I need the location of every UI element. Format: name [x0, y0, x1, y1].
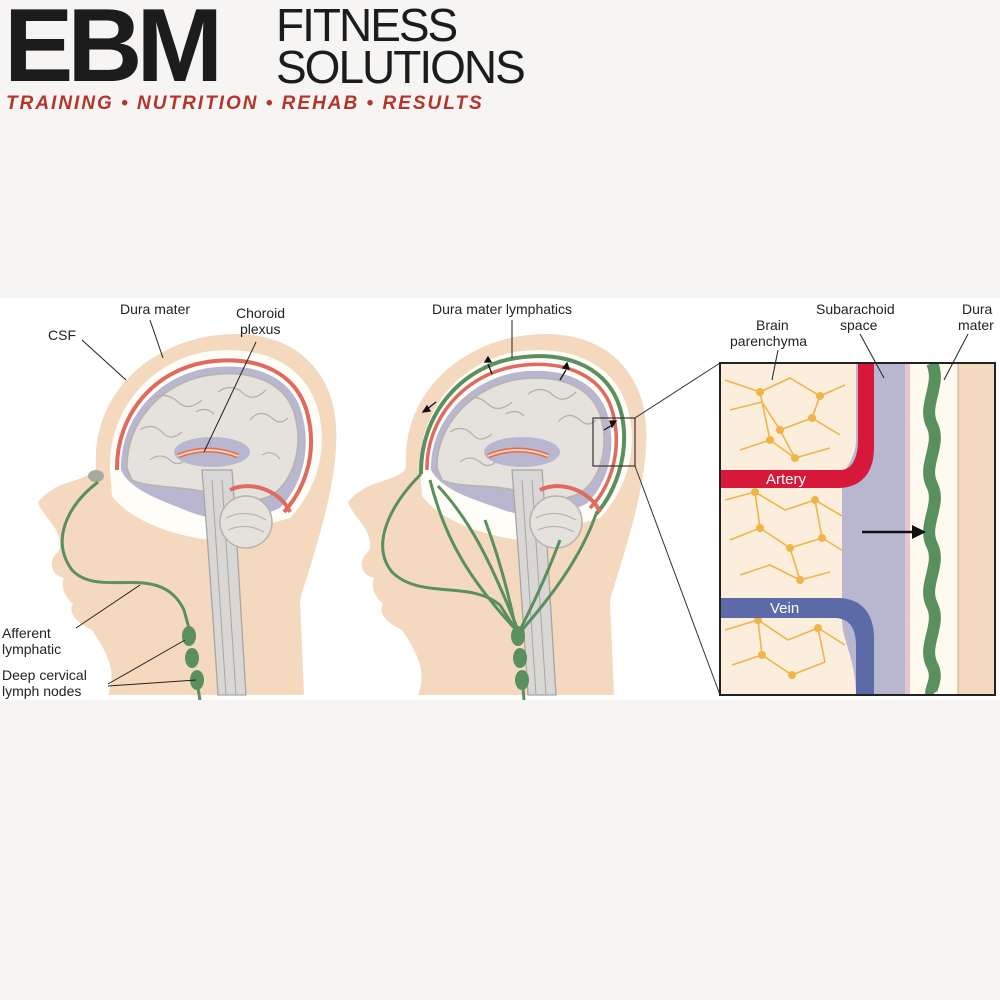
drainage-arrow — [862, 525, 926, 539]
logo-mark: EBM — [4, 0, 223, 104]
left-dura-red — [114, 358, 314, 514]
label-deep-cervical-line1: Deep cervical — [2, 667, 87, 683]
label-choroid-line2: plexus — [240, 321, 280, 337]
left-leader-lines — [75, 319, 257, 687]
left-cerebellum — [219, 495, 273, 549]
label-artery: Artery — [766, 471, 807, 488]
zoom-source-box — [592, 417, 636, 467]
label-subarach-line2: space — [840, 317, 878, 333]
middle-dura-lymphatic — [418, 354, 627, 516]
left-head — [38, 334, 337, 701]
left-lymph-node-3 — [190, 670, 204, 690]
label-subarach-line1: Subarachoid — [816, 301, 895, 317]
label-brain-line1: Brain — [756, 317, 789, 333]
label-afferent-line2: lymphatic — [2, 641, 61, 657]
middle-flow-arrows — [421, 355, 618, 431]
middle-head — [348, 320, 721, 701]
label-afferent-line1: Afferent — [2, 625, 51, 641]
label-brain-line2: parenchyma — [730, 333, 807, 349]
label-dura-inset-line1: Dura — [962, 301, 993, 317]
logo-tagline: TRAINING • NUTRITION • REHAB • RESULTS — [6, 93, 484, 114]
label-choroid-line1: Choroid — [236, 305, 285, 321]
left-brain-folds — [139, 386, 289, 465]
artery-vessel — [720, 363, 874, 488]
inset-lymphatic-vessel — [923, 363, 941, 695]
left-lymph-node-top — [88, 470, 104, 482]
left-lymph-node-2 — [185, 648, 199, 668]
left-afferent-lymphatic — [60, 480, 192, 633]
label-csf: CSF — [48, 327, 76, 343]
logo-line-fitness: FITNESS — [276, 0, 458, 51]
label-dura-inset-line2: mater — [958, 317, 994, 333]
label-dura-lymphatics: Dura mater lymphatics — [432, 301, 572, 317]
left-lymph-node-1 — [182, 626, 196, 646]
label-vein: Vein — [770, 600, 799, 617]
vein-vessel — [720, 598, 874, 695]
middle-lymphatic-vessels — [381, 472, 598, 632]
inset-frame — [719, 362, 996, 696]
label-dura-mater: Dura mater — [120, 301, 190, 317]
inset-detail — [719, 333, 996, 696]
label-deep-cervical-line2: lymph nodes — [2, 683, 81, 699]
logo-line-solutions: SOLUTIONS — [276, 41, 526, 93]
